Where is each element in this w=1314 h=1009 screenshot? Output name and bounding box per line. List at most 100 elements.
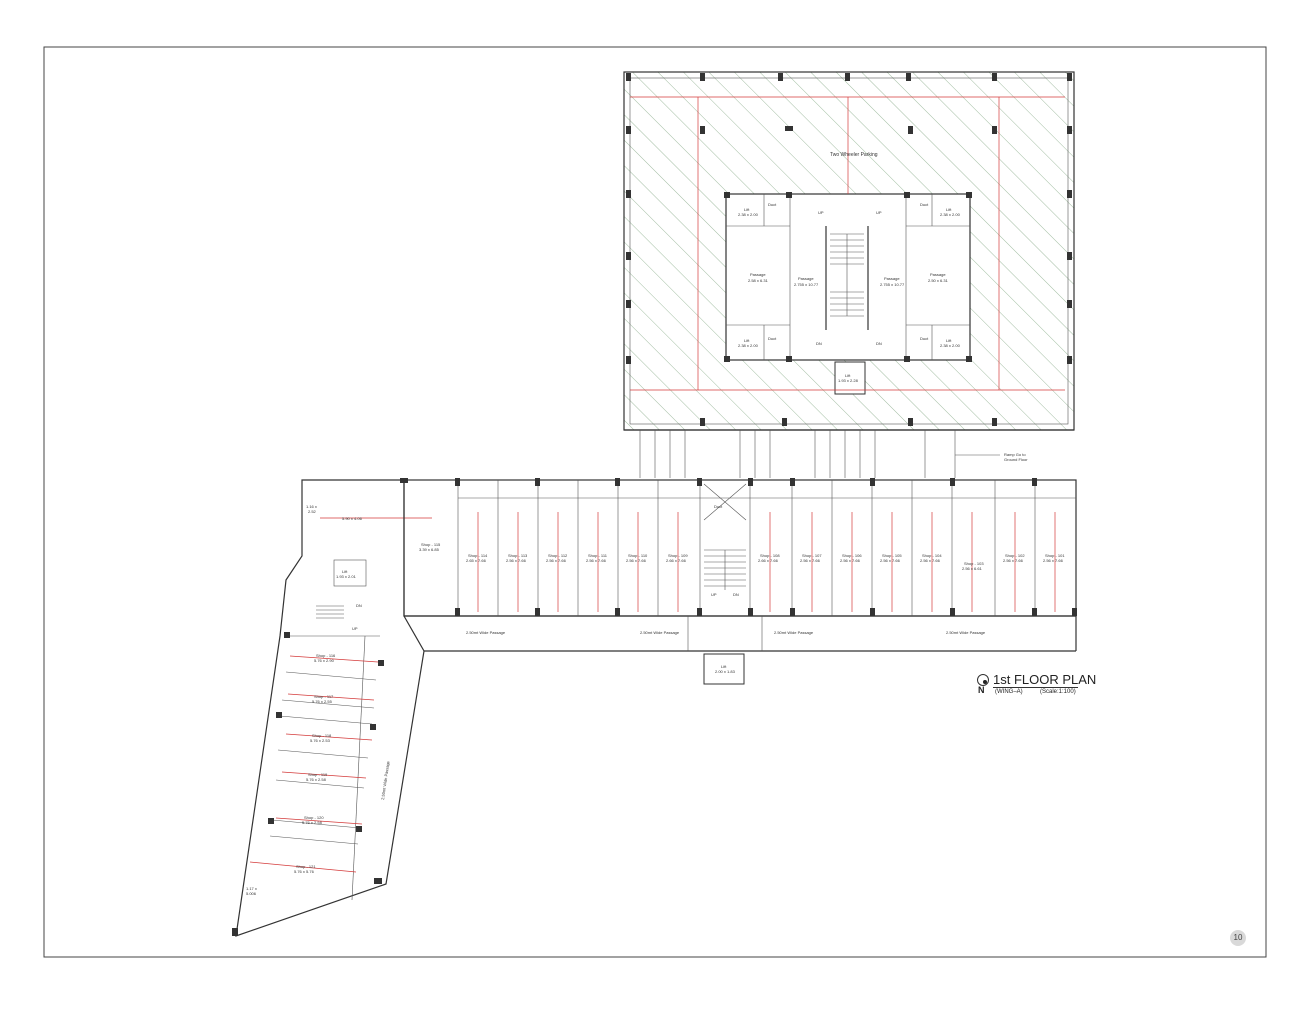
label-lift-left-dim: 1.93 x 2.01 xyxy=(336,574,357,579)
shop-label: Shop - 116 xyxy=(316,653,336,658)
label-lift-tr-dim: 2.38 x 2.00 xyxy=(940,212,961,217)
title-block: N 1st FLOOR PLAN (WING–A) (Scale:1:100) xyxy=(975,672,1096,702)
shop-dim: 5.76 x 2.90 xyxy=(314,658,335,663)
left-wing-block xyxy=(232,479,425,937)
label-passage-wide-1: 2.50mt Wide Passage xyxy=(466,630,506,635)
shop-dim: 2.66 x 7.66 xyxy=(666,558,687,563)
sheet-border xyxy=(43,46,1267,958)
shop-dim: 2.56 x 6.61 xyxy=(962,566,983,571)
shop-label: Shop - 114 xyxy=(468,553,488,558)
plan-labels: Two Wheeler Parking Ramp Go to Ground Fl… xyxy=(246,152,1028,896)
shop-dim: 5.76 x 2.58 xyxy=(306,777,327,782)
label-shop-115: Shop - 115 xyxy=(421,542,441,547)
label-passage-tl1: Passage xyxy=(750,272,766,277)
shop-label: Shop - 107 xyxy=(802,553,822,558)
shop-label: Shop - 111 xyxy=(588,553,608,558)
shop-dim: 5.76 x 2.58 xyxy=(302,820,323,825)
label-shop-115-dim: 3.39 x 6.85 xyxy=(419,547,440,552)
plan-wing: (WING–A) xyxy=(995,689,1023,695)
label-duct-center: Duct xyxy=(714,504,723,509)
shop-dim: 5.76 x 2.55 xyxy=(312,699,333,704)
shop-label: Shop - 112 xyxy=(548,553,568,558)
label-lift-br: Lift xyxy=(946,338,952,343)
label-ramp-1: Ramp Go to xyxy=(1004,452,1026,457)
label-left-small: 1.16 x xyxy=(306,504,317,509)
label-lift-bottom-dim: 2.00 x 1.83 xyxy=(715,669,736,674)
label-duct-tr: Duct xyxy=(920,202,929,207)
label-lift-bl: Lift xyxy=(744,338,750,343)
shop-dim: 5.76 x 2.53 xyxy=(310,738,331,743)
label-passage-wide-2: 2.50mt Wide Passage xyxy=(640,630,680,635)
label-passage-tl2: Passage xyxy=(798,276,814,281)
shop-dim: 2.66 x 7.66 xyxy=(758,558,779,563)
label-lift-tl: Lift xyxy=(744,207,750,212)
label-lift-center: Lift xyxy=(845,373,851,378)
shop-label: Shop - 119 xyxy=(308,772,328,777)
shop-label: Shop - 106 xyxy=(842,553,862,558)
shop-label: Shop - 101 xyxy=(1045,553,1065,558)
shop-label: Shop - 121 xyxy=(296,864,316,869)
shop-dim: 2.56 x 7.66 xyxy=(626,558,647,563)
shop-dim: 2.56 x 7.66 xyxy=(546,558,567,563)
shop-dim: 2.56 x 7.66 xyxy=(1003,558,1024,563)
label-duct-bl: Duct xyxy=(768,336,777,341)
label-passage-wide-3: 2.50mt Wide Passage xyxy=(774,630,814,635)
parking-block xyxy=(623,71,1075,478)
shop-dim: 5.76 x 5.76 xyxy=(294,869,315,874)
label-left-room-dim: 5.90 x 4.06 xyxy=(342,516,363,521)
label-passage-tr2: Passage xyxy=(930,272,946,277)
shops-row-labels: Shop - 114 2.65 x 7.66 Shop - 113 2.56 x… xyxy=(466,553,1065,571)
shops-wing-labels: Shop - 116 5.76 x 2.90 Shop - 117 5.76 x… xyxy=(294,653,336,874)
north-arrow-icon xyxy=(977,674,989,686)
label-passage-tl1-dim: 2.58 x 6.31 xyxy=(748,278,769,283)
shop-dim: 2.56 x 7.66 xyxy=(920,558,941,563)
label-up-right: UP xyxy=(876,210,882,215)
label-dn-left-wing: DN xyxy=(356,603,362,608)
shop-label: Shop - 118 xyxy=(312,733,332,738)
label-passage-tr2-dim: 2.50 x 6.31 xyxy=(928,278,949,283)
title-underline xyxy=(993,687,1078,688)
label-passage-tr1: Passage xyxy=(884,276,900,281)
shops-row-block xyxy=(320,478,1077,685)
shop-label: Shop - 117 xyxy=(314,694,334,699)
shop-label: Shop - 113 xyxy=(508,553,528,558)
label-ramp-2: Ground Floor xyxy=(1004,457,1028,462)
shop-dim: 2.56 x 7.66 xyxy=(586,558,607,563)
shop-dim: 2.56 x 7.66 xyxy=(880,558,901,563)
label-lift-left: Lift xyxy=(342,569,348,574)
shop-label: Shop - 102 xyxy=(1005,553,1025,558)
shop-dim: 2.56 x 7.66 xyxy=(1043,558,1064,563)
label-up-left-wing: UP xyxy=(352,626,358,631)
shop-label: Shop - 120 xyxy=(304,815,324,820)
label-dn-right: DN xyxy=(876,341,882,346)
shop-label: Shop - 103 xyxy=(964,561,984,566)
plan-scale: (Scale:1:100) xyxy=(1040,689,1076,695)
label-lift-br-dim: 2.38 x 2.00 xyxy=(940,343,961,348)
shop-label: Shop - 108 xyxy=(760,553,780,558)
label-up-left: UP xyxy=(818,210,824,215)
label-lift-center-dim: 1.93 x 2.28 xyxy=(838,378,859,383)
label-lift-bl-dim: 2.38 x 2.00 xyxy=(738,343,759,348)
label-lift-bottom: Lift xyxy=(721,664,727,669)
shop-dim: 2.56 x 7.66 xyxy=(800,558,821,563)
label-two-wheeler-parking: Two Wheeler Parking xyxy=(830,152,878,158)
shop-label: Shop - 110 xyxy=(628,553,648,558)
label-left-small-2: 2.52 xyxy=(308,509,317,514)
shop-dim: 2.56 x 7.66 xyxy=(506,558,527,563)
label-passage-tl2-dim: 2.755 x 10.77 xyxy=(794,282,819,287)
label-left-bottom: 1.17 x xyxy=(246,886,257,891)
label-up-center: UP xyxy=(711,592,717,597)
shop-dim: 2.65 x 7.66 xyxy=(466,558,487,563)
label-dn-center: DN xyxy=(733,592,739,597)
shop-label: Shop - 105 xyxy=(882,553,902,558)
shop-dim: 2.56 x 7.66 xyxy=(840,558,861,563)
north-label: N xyxy=(978,685,985,695)
shop-label: Shop - 109 xyxy=(668,553,688,558)
label-duct-br: Duct xyxy=(920,336,929,341)
label-dn-left: DN xyxy=(816,341,822,346)
shop-label: Shop - 104 xyxy=(922,553,942,558)
plan-title: 1st FLOOR PLAN xyxy=(993,672,1097,687)
label-passage-wide-wing: 2.50mt Wide Passage xyxy=(380,760,391,800)
label-passage-wide-4: 2.50mt Wide Passage xyxy=(946,630,986,635)
